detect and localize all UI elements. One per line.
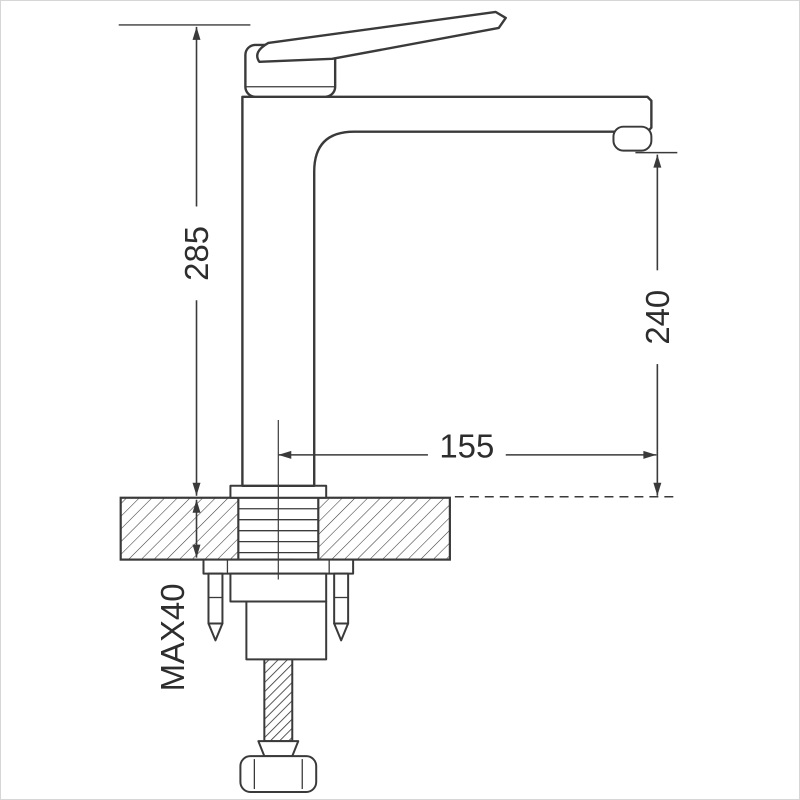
mounting-screw-right bbox=[333, 572, 350, 642]
handle bbox=[244, 10, 507, 98]
dimension-max-deck-thickness: MAX40 bbox=[154, 499, 201, 691]
dimension-label-285: 285 bbox=[178, 226, 215, 281]
hose-cone-fitting bbox=[257, 740, 300, 758]
dimension-overall-height: 285 bbox=[118, 24, 251, 496]
counter-slab-right bbox=[317, 496, 451, 561]
body-and-spout-arm bbox=[241, 95, 653, 487]
dimension-spout-height: 240 bbox=[454, 151, 678, 498]
hose-end-nut bbox=[239, 755, 318, 794]
counter-section bbox=[119, 496, 451, 561]
spout-aerator bbox=[612, 125, 653, 152]
dimension-label-240: 240 bbox=[639, 290, 676, 345]
mounting-hardware bbox=[202, 558, 355, 794]
faucet-body bbox=[229, 10, 653, 499]
mounting-screw-left bbox=[207, 572, 224, 642]
counter-slab-left bbox=[119, 496, 240, 561]
connector-block bbox=[245, 600, 328, 661]
dimension-label-max40: MAX40 bbox=[154, 583, 191, 691]
dimension-spout-reach: 155 bbox=[278, 426, 657, 465]
dimension-label-155: 155 bbox=[439, 427, 494, 464]
handle-lever bbox=[256, 10, 507, 64]
